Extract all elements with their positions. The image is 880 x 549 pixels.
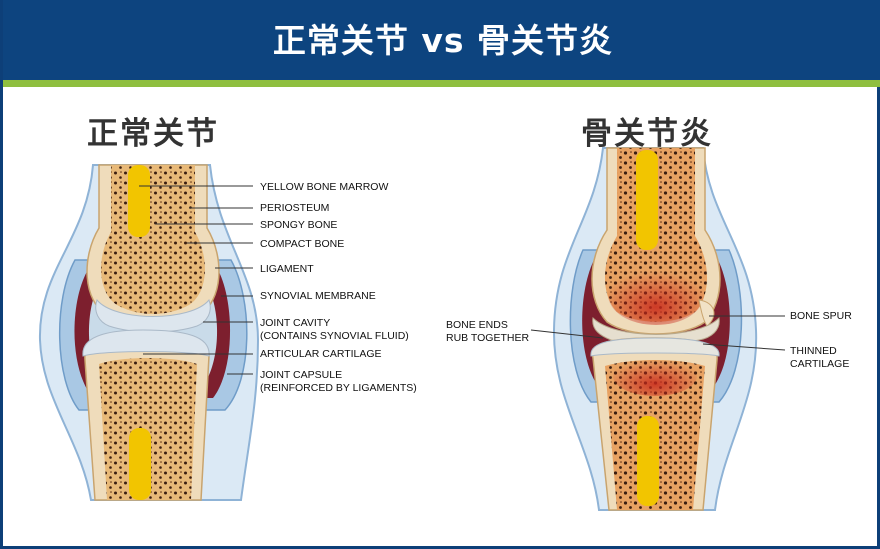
normal-joint-title: 正常关节: [87, 116, 219, 152]
osteoarthritis-title: 骨关节炎: [581, 116, 713, 152]
label-periosteum: PERIOSTEUM: [260, 202, 329, 214]
label-synovial-membrane: SYNOVIAL MEMBRANE: [260, 290, 376, 302]
oa-upper-marrow: [636, 150, 658, 250]
normal-labels: YELLOW BONE MARROW PERIOSTEUM SPONGY BON…: [260, 181, 417, 394]
oa-leader-lines: [530, 315, 786, 351]
label-thinned: THINNED: [790, 345, 837, 357]
normal-upper-cartilage: [95, 298, 211, 333]
normal-upper-spongy-bone: [101, 165, 205, 314]
oa-inflammation: [608, 265, 704, 325]
normal-upper-marrow: [128, 165, 150, 237]
normal-lower-spongy-bone: [99, 358, 197, 500]
label-ligament: LIGAMENT: [260, 263, 314, 275]
label-bone-ends-rub: RUB TOGETHER: [446, 332, 529, 344]
oa-lower-inflammation: [613, 356, 697, 396]
oa-lower-thin-cartilage: [590, 337, 720, 357]
label-spongy-bone: SPONGY BONE: [260, 219, 337, 231]
page-title: 正常关节 vs 骨关节炎: [272, 21, 614, 60]
label-bone-spur: BONE SPUR: [790, 310, 852, 322]
joint-illustrations: YELLOW BONE MARROW PERIOSTEUM SPONGY BON…: [38, 147, 852, 511]
normal-lower-cartilage: [82, 329, 210, 357]
osteoarthritis-joint-illustration: [552, 147, 758, 511]
normal-lower-marrow: [129, 428, 151, 500]
label-yellow-bone-marrow: YELLOW BONE MARROW: [260, 181, 388, 193]
label-joint-cavity-note: (CONTAINS SYNOVIAL FLUID): [260, 330, 409, 342]
label-joint-cavity: JOINT CAVITY: [260, 317, 330, 329]
normal-joint-illustration: [38, 164, 260, 501]
osteoarthritis-labels: BONE ENDS RUB TOGETHER BONE SPUR THINNED…: [446, 310, 852, 370]
label-articular-cartilage: ARTICULAR CARTILAGE: [260, 348, 382, 360]
oa-upper-thin-cartilage: [592, 316, 720, 345]
label-bone-ends: BONE ENDS: [446, 319, 508, 331]
oa-lower-marrow: [637, 416, 659, 506]
header-bar: [3, 0, 880, 80]
label-compact-bone: COMPACT BONE: [260, 238, 344, 250]
label-joint-capsule: JOINT CAPSULE: [260, 369, 342, 381]
header-accent-stripe: [3, 80, 880, 87]
normal-leader-lines: [139, 185, 253, 375]
label-thinned-cartilage: CARTILAGE: [790, 358, 849, 370]
label-joint-capsule-note: (REINFORCED BY LIGAMENTS): [260, 382, 417, 394]
